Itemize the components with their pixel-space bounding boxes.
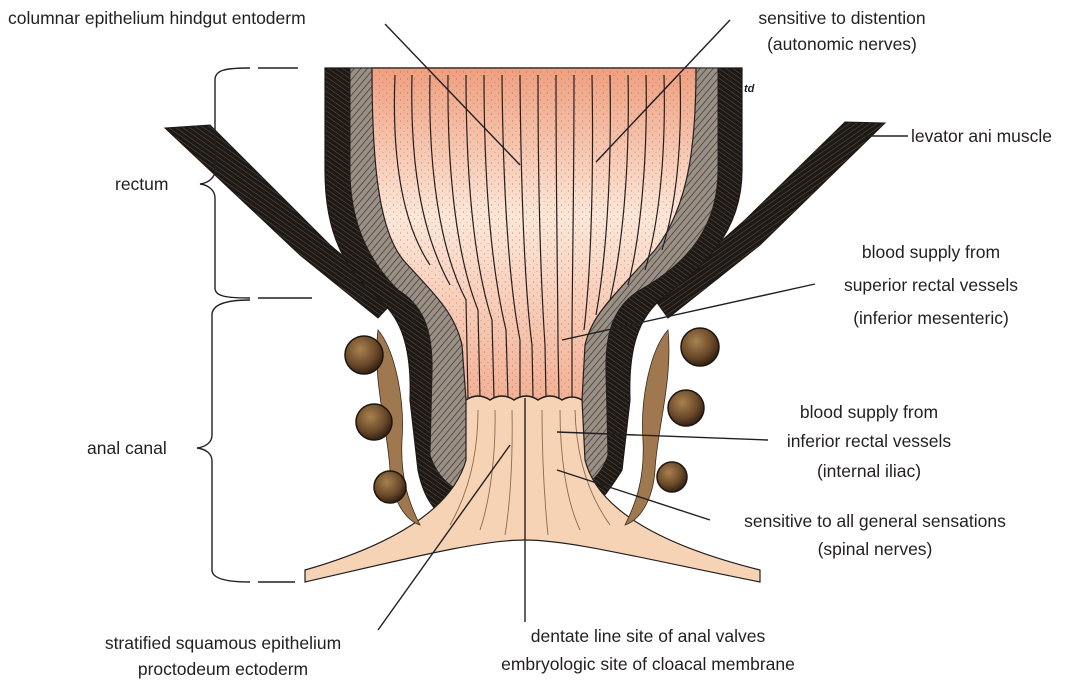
vessel-left-lower <box>374 471 406 503</box>
label-levator-ani: levator ani muscle <box>911 126 1052 146</box>
label-inferior-line1: blood supply from <box>800 402 938 422</box>
label-inferior-line2: inferior rectal vessels <box>787 431 952 451</box>
label-superior-line3: (inferior mesenteric) <box>853 308 1009 328</box>
artist-mark: td <box>744 83 755 95</box>
label-superior-line1: blood supply from <box>862 242 1000 262</box>
vessel-right-upper <box>681 328 719 366</box>
label-general-sensations-line2: (spinal nerves) <box>818 539 933 559</box>
vessel-left-middle <box>356 404 392 440</box>
vessel-right-lower <box>657 462 687 492</box>
vessel-left-upper <box>345 336 383 374</box>
vessel-right-middle <box>668 390 704 426</box>
label-distention-line2: (autonomic nerves) <box>767 34 917 54</box>
label-superior-line2: superior rectal vessels <box>844 275 1018 295</box>
anal-canal-brace <box>197 300 295 582</box>
label-squamous-line1: stratified squamous epithelium <box>105 633 341 653</box>
label-inferior-line3: (internal iliac) <box>817 461 921 481</box>
label-dentate-line1: dentate line site of anal valves <box>531 626 766 646</box>
label-rectum: rectum <box>115 174 168 194</box>
label-general-sensations-line1: sensitive to all general sensations <box>744 511 1006 531</box>
label-dentate-line2: embryologic site of cloacal membrane <box>501 654 795 674</box>
label-anal-canal: anal canal <box>87 438 167 458</box>
label-squamous-line2: proctodeum ectoderm <box>138 659 308 679</box>
label-columnar-epithelium: columnar epithelium hindgut entoderm <box>8 8 306 28</box>
label-distention-line1: sensitive to distention <box>758 8 925 28</box>
